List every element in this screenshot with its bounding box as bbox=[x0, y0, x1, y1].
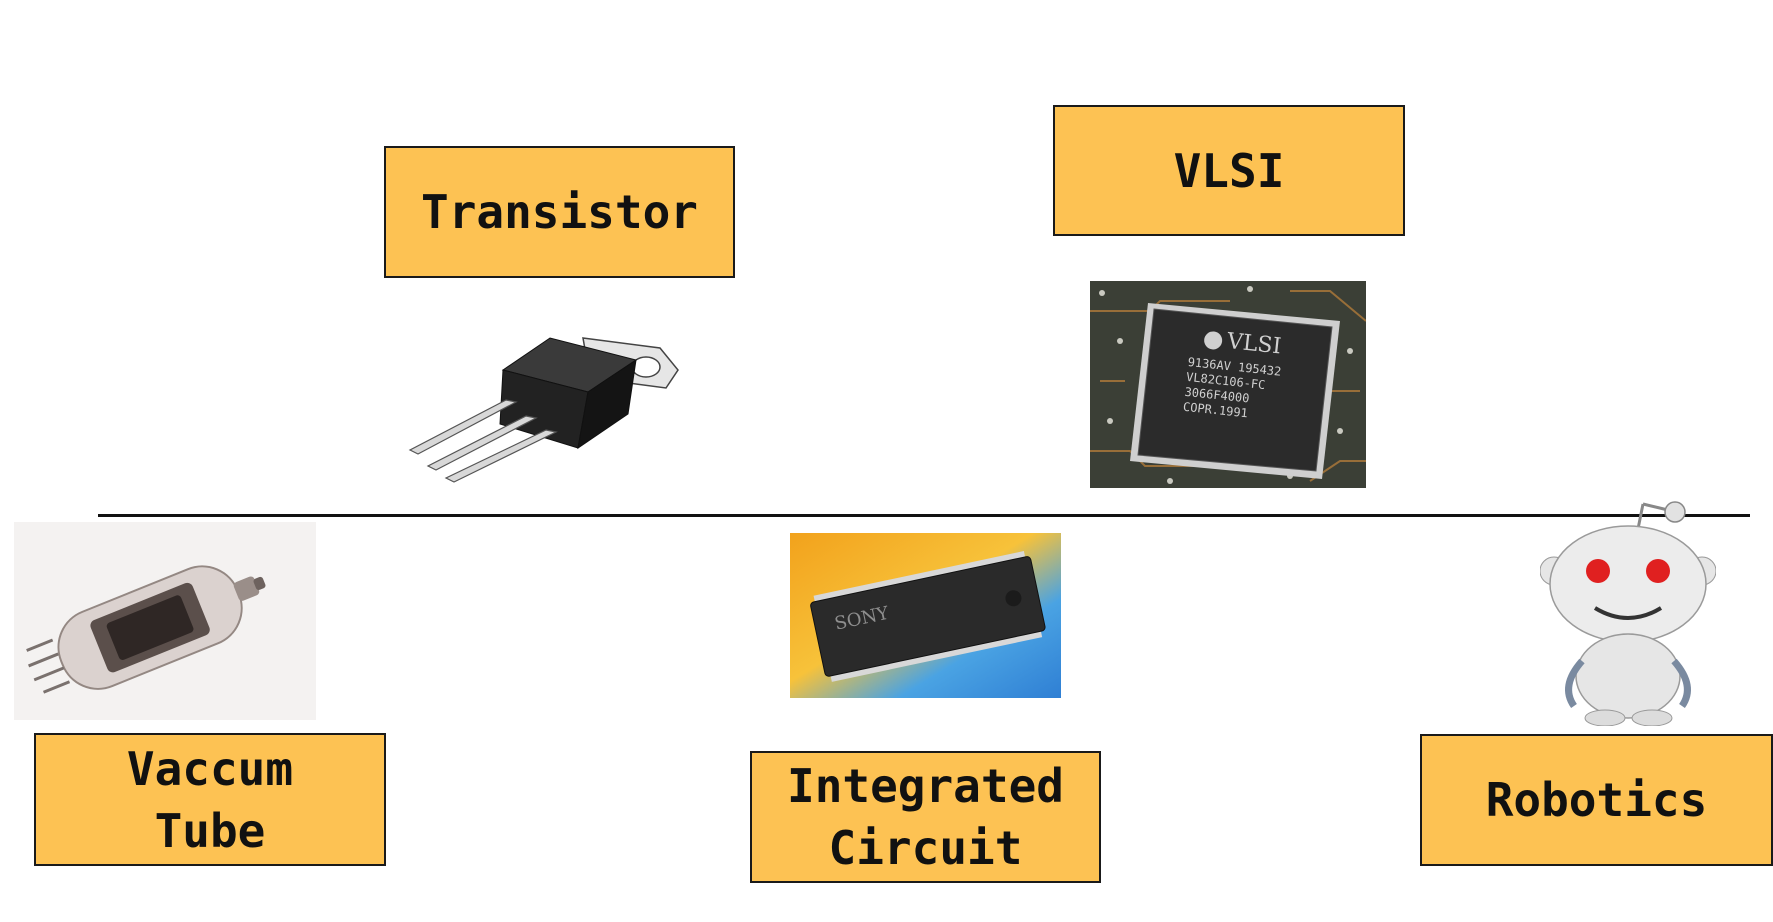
vlsi-chip-line-3: 3066F4000 bbox=[1184, 385, 1250, 406]
vlsi-chip-image: VLSI 9136AV 195432 VL82C106-FC 3066F4000… bbox=[1090, 281, 1366, 488]
label-transistor: Transistor bbox=[384, 146, 735, 278]
label-integrated-circuit: Integrated Circuit bbox=[750, 751, 1101, 883]
label-vaccum-tube: Vaccum Tube bbox=[34, 733, 386, 866]
timeline-axis bbox=[98, 514, 1750, 517]
vlsi-chip-line-4: COPR.1991 bbox=[1182, 400, 1248, 421]
integrated-circuit-image: SONY bbox=[790, 533, 1061, 698]
transistor-image bbox=[408, 337, 679, 483]
label-vlsi: VLSI bbox=[1053, 105, 1405, 236]
vacuum-tube-image bbox=[14, 522, 316, 720]
robot-mascot-image bbox=[1540, 501, 1716, 726]
vlsi-logo-text: VLSI bbox=[1225, 329, 1283, 360]
label-robotics: Robotics bbox=[1420, 734, 1773, 866]
